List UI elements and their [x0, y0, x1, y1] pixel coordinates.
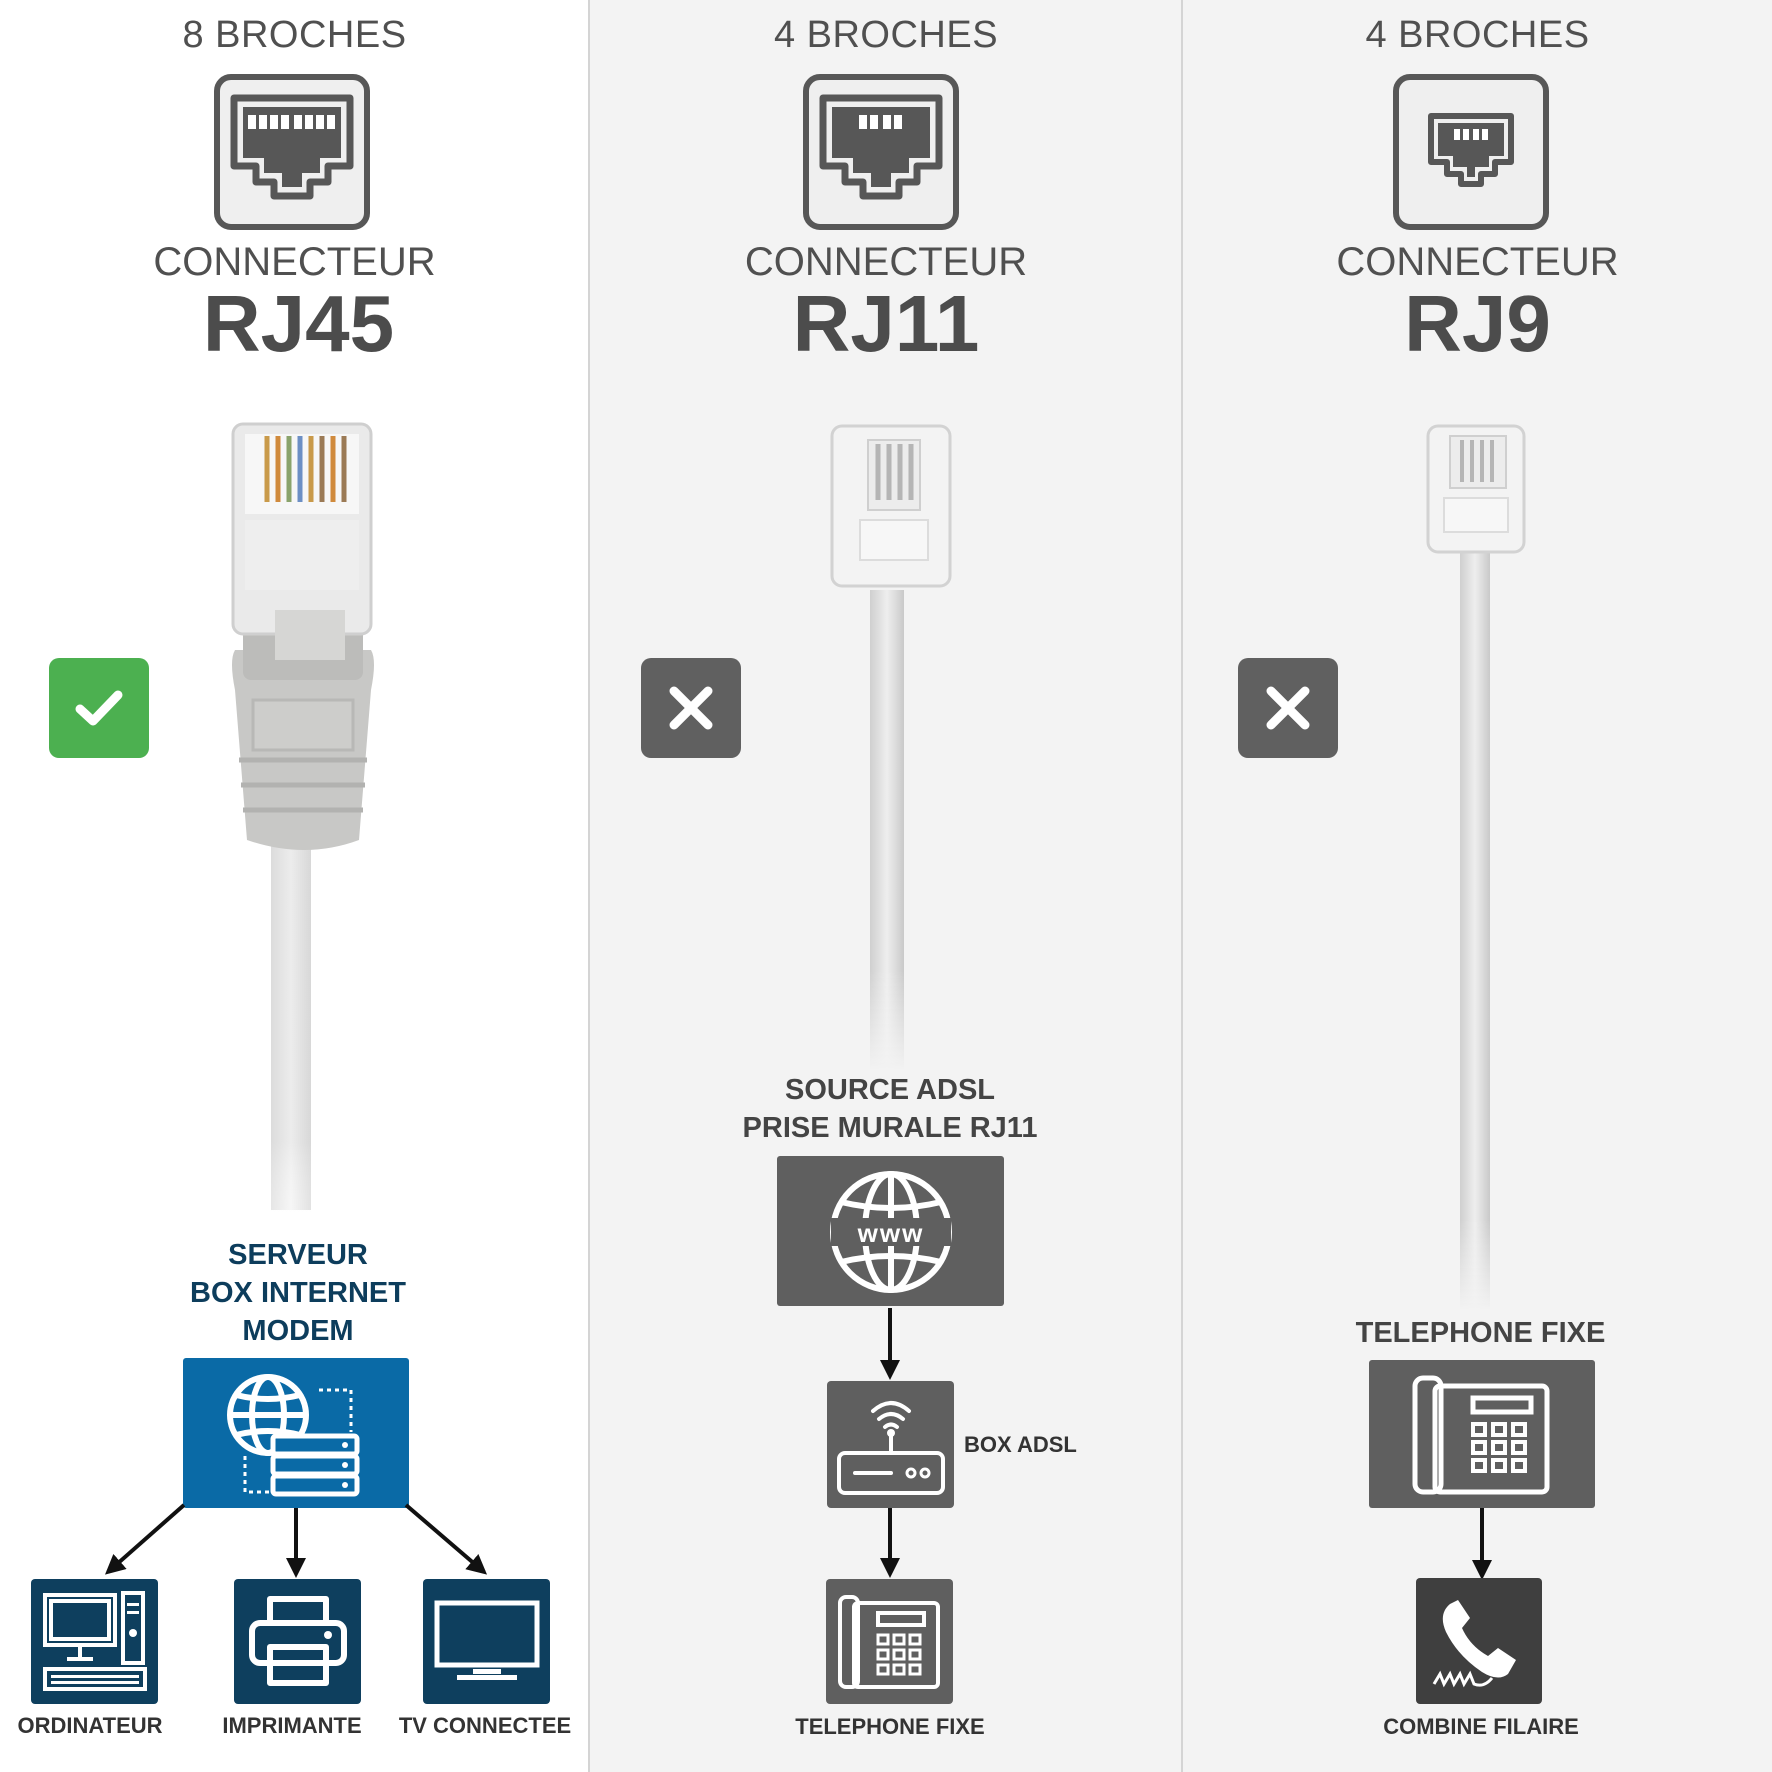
connector-code: RJ45 — [202, 279, 395, 368]
handset-tile — [1416, 1578, 1542, 1704]
globe-server-icon — [227, 1374, 360, 1497]
column-rj45: 8 BROCHES CONNECTEUR RJ45 — [0, 0, 589, 1772]
internet-tile: www — [777, 1156, 1004, 1306]
computer-icon — [43, 1591, 147, 1691]
distribution-arrows — [104, 1503, 488, 1578]
cross-icon — [669, 686, 713, 730]
device-label-computer: ORDINATEUR — [17, 1713, 163, 1738]
adsl-flow-arrows — [880, 1308, 900, 1578]
svg-text:www: www — [857, 1218, 925, 1248]
pins-count: 4 BROCHES — [1365, 14, 1590, 56]
desk-phone-icon — [838, 1595, 940, 1689]
pins-count: 4 BROCHES — [773, 14, 999, 56]
fixed-phone-source-label: TELEPHONE FIXE — [1355, 1317, 1606, 1349]
server-label-line2: BOX INTERNET — [190, 1277, 406, 1309]
fixed-phone-tile — [826, 1579, 953, 1704]
rj9-port-icon — [1393, 74, 1549, 230]
connector-label: CONNECTEUR — [153, 240, 436, 284]
server-label-line3: MODEM — [242, 1315, 354, 1347]
rj45-plug-image — [231, 422, 374, 1220]
check-icon — [75, 690, 123, 726]
www-globe-icon: www — [830, 1171, 952, 1293]
fixed-phone-label: TELEPHONE FIXE — [795, 1714, 985, 1739]
rj45-port-icon — [214, 74, 370, 230]
incompatible-badge — [1238, 658, 1338, 758]
adsl-box-tile — [827, 1381, 954, 1508]
incompatible-badge — [641, 658, 741, 758]
rj9-plug-image — [1426, 424, 1526, 1310]
device-tv — [423, 1579, 550, 1704]
rj11-plug-image — [830, 424, 952, 1070]
connector-code: RJ11 — [792, 279, 980, 368]
handset-label: COMBINE FILAIRE — [1383, 1714, 1579, 1739]
rj11-port-icon — [803, 74, 959, 230]
adsl-source-label-line2: PRISE MURALE RJ11 — [742, 1112, 1038, 1144]
connector-label: CONNECTEUR — [1336, 240, 1619, 284]
server-label-line1: SERVEUR — [228, 1239, 368, 1271]
corded-handset-icon — [1432, 1600, 1516, 1688]
handset-flow-arrow — [1472, 1508, 1492, 1580]
compatible-badge — [49, 658, 149, 758]
desk-phone-icon — [1412, 1375, 1550, 1495]
pins-count: 8 BROCHES — [182, 14, 407, 56]
column-rj11: 4 BROCHES CONNECTEUR RJ11 — [590, 0, 1182, 1772]
column-divider — [588, 0, 590, 1772]
device-printer — [234, 1579, 361, 1704]
cross-icon — [1266, 686, 1310, 730]
column-divider — [1181, 0, 1183, 1772]
device-computer — [31, 1579, 158, 1704]
column-rj9: 4 BROCHES CONNECTEUR RJ9 — [1183, 0, 1772, 1772]
router-icon — [837, 1401, 945, 1495]
connector-code: RJ9 — [1404, 279, 1551, 368]
server-tile — [183, 1358, 409, 1508]
fixed-phone-tile — [1369, 1360, 1595, 1508]
device-label-tv: TV CONNECTEE — [398, 1713, 572, 1738]
printer-icon — [249, 1596, 347, 1686]
tv-icon — [434, 1600, 540, 1680]
adsl-box-label: BOX ADSL — [964, 1432, 1077, 1457]
device-label-printer: IMPRIMANTE — [222, 1713, 362, 1738]
adsl-source-label-line1: SOURCE ADSL — [785, 1074, 995, 1106]
connector-label: CONNECTEUR — [744, 240, 1028, 284]
